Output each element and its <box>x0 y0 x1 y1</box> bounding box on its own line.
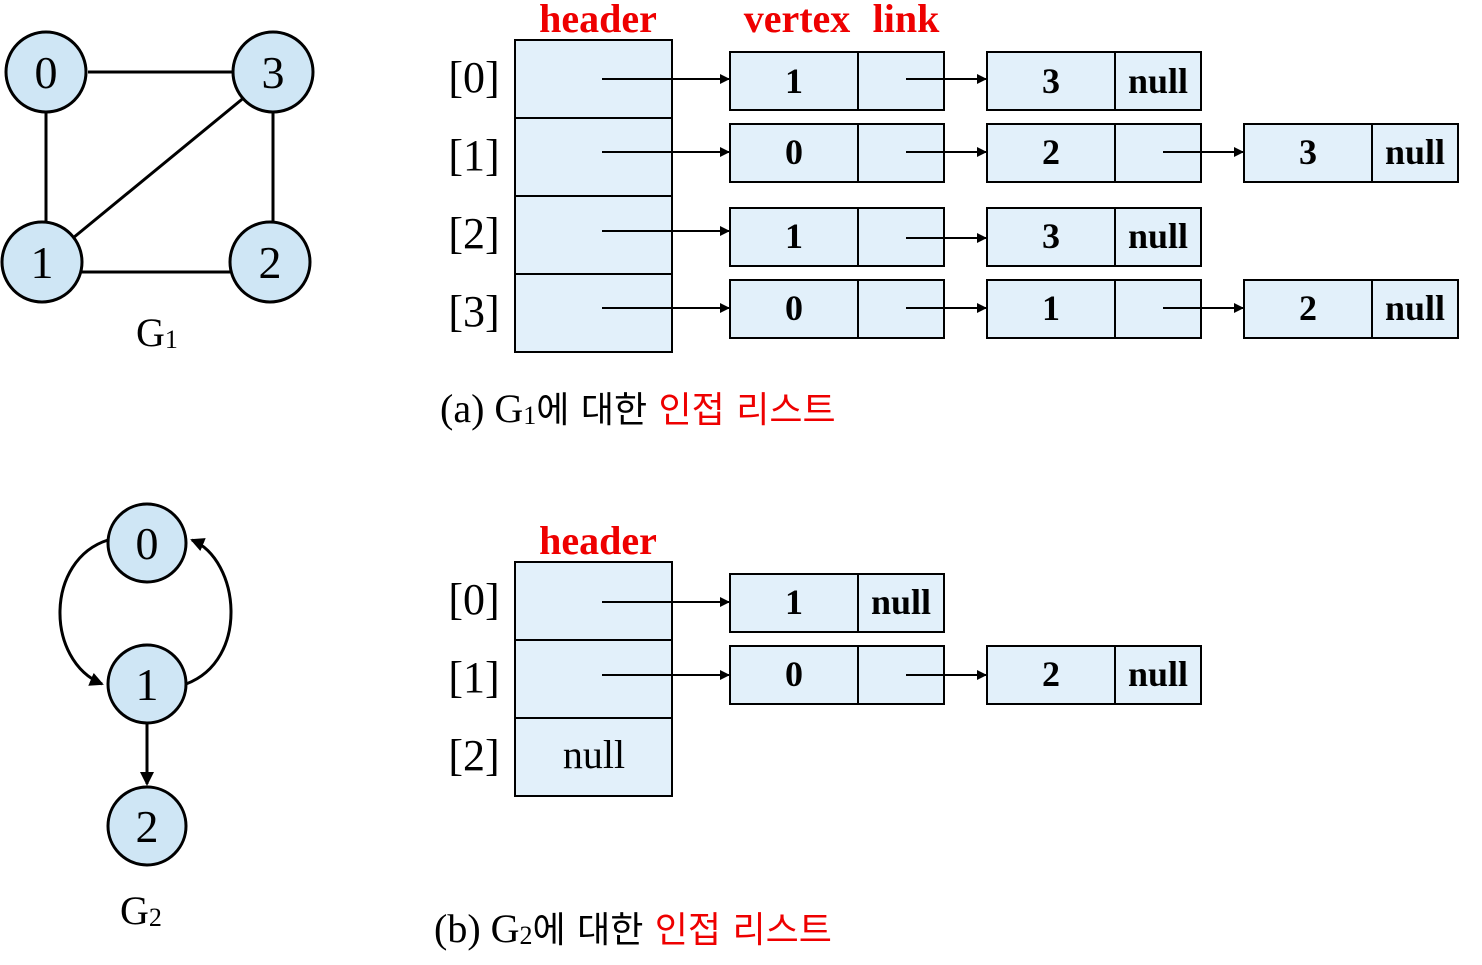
null-link: null <box>871 582 931 622</box>
node-vertex: 1 <box>1042 288 1060 328</box>
list-node: 1 <box>729 51 945 111</box>
g1-node-0-label: 0 <box>35 47 58 98</box>
index-label: [1] <box>448 653 499 702</box>
g1-node-3-label: 3 <box>262 47 285 98</box>
g1-node-2: 2 <box>228 220 312 304</box>
graph-g1: 0 3 1 2 G1 <box>0 30 315 355</box>
g2-label: G2 <box>120 888 162 933</box>
list-node: 3 null <box>986 51 1202 111</box>
null-link: null <box>1128 61 1188 101</box>
g1-node-1-label: 1 <box>31 237 54 288</box>
g1-node-2-label: 2 <box>259 237 282 288</box>
header-cell-1 <box>514 639 673 719</box>
adjacency-list-a: header vertex link [0] [1] [2] [3] 1 3 n… <box>440 0 1459 431</box>
link-label: link <box>873 0 940 41</box>
list-node: 0 <box>729 645 945 705</box>
g2-node-0-label: 0 <box>136 518 159 569</box>
list-node: 2 null <box>1243 279 1459 339</box>
node-vertex: 1 <box>785 61 803 101</box>
node-vertex: 1 <box>785 216 803 256</box>
index-label: [0] <box>448 53 499 102</box>
g1-node-3: 3 <box>231 30 315 114</box>
null-link: null <box>1128 654 1188 694</box>
g1-label: G1 <box>136 310 178 355</box>
caption-b: (b) G2에 대한 인접 리스트 <box>434 906 832 951</box>
edge-0-1 <box>58 538 109 686</box>
index-label: [3] <box>448 287 499 336</box>
node-vertex: 2 <box>1042 654 1060 694</box>
node-vertex: 2 <box>1299 288 1317 328</box>
caption-a: (a) G1에 대한 인접 리스트 <box>440 386 836 431</box>
list-node: 1 <box>729 207 945 267</box>
list-node: 2 <box>986 123 1202 183</box>
index-label: [2] <box>448 209 499 258</box>
adjacency-list-b: header null [0] [1] [2] 1 null 0 <box>434 518 1202 951</box>
node-vertex: 0 <box>785 654 803 694</box>
vertex-label: vertex <box>744 0 851 41</box>
header-cell-1 <box>514 117 673 197</box>
node-vertex: 3 <box>1042 61 1060 101</box>
header-null: null <box>563 732 625 777</box>
g1-node-1: 1 <box>0 220 84 304</box>
list-a-row-1: 0 2 3 null <box>602 123 1459 183</box>
null-link: null <box>1128 216 1188 256</box>
edge-1-0 <box>185 538 233 686</box>
edge-1-3 <box>72 94 247 240</box>
header-label-a: header <box>539 0 657 41</box>
list-b-row-0: 1 null <box>602 573 945 633</box>
list-node: 0 <box>729 123 945 183</box>
index-label: [1] <box>448 131 499 180</box>
list-node: 1 <box>986 279 1202 339</box>
list-a-row-0: 1 3 null <box>602 51 1202 111</box>
list-node: 0 <box>729 279 945 339</box>
null-link: null <box>1385 132 1445 172</box>
node-vertex: 1 <box>785 582 803 622</box>
g1-node-0: 0 <box>4 30 88 114</box>
g2-node-0: 0 <box>106 502 188 584</box>
list-a-row-3: 0 1 2 null <box>602 279 1459 339</box>
node-vertex: 0 <box>785 132 803 172</box>
header-cell-2 <box>514 195 673 275</box>
list-a-row-2: 1 3 null <box>602 207 1202 267</box>
node-vertex: 2 <box>1042 132 1060 172</box>
g2-node-2-label: 2 <box>136 801 159 852</box>
list-node: 3 null <box>986 207 1202 267</box>
list-b-row-1: 0 2 null <box>602 645 1202 705</box>
index-label: [0] <box>448 575 499 624</box>
index-label: [2] <box>448 731 499 780</box>
g2-node-1: 1 <box>106 643 188 725</box>
header-label-b: header <box>539 518 657 563</box>
list-node: 1 null <box>729 573 945 633</box>
node-vertex: 3 <box>1299 132 1317 172</box>
header-cell-3 <box>514 273 673 353</box>
list-node: 2 null <box>986 645 1202 705</box>
node-vertex: 0 <box>785 288 803 328</box>
g2-node-2: 2 <box>106 785 188 867</box>
node-vertex: 3 <box>1042 216 1060 256</box>
graph-g2: 0 1 2 G2 <box>58 502 233 933</box>
null-link: null <box>1385 288 1445 328</box>
header-cell-2 <box>514 717 673 797</box>
g2-node-1-label: 1 <box>136 659 159 710</box>
list-node: 3 null <box>1243 123 1459 183</box>
